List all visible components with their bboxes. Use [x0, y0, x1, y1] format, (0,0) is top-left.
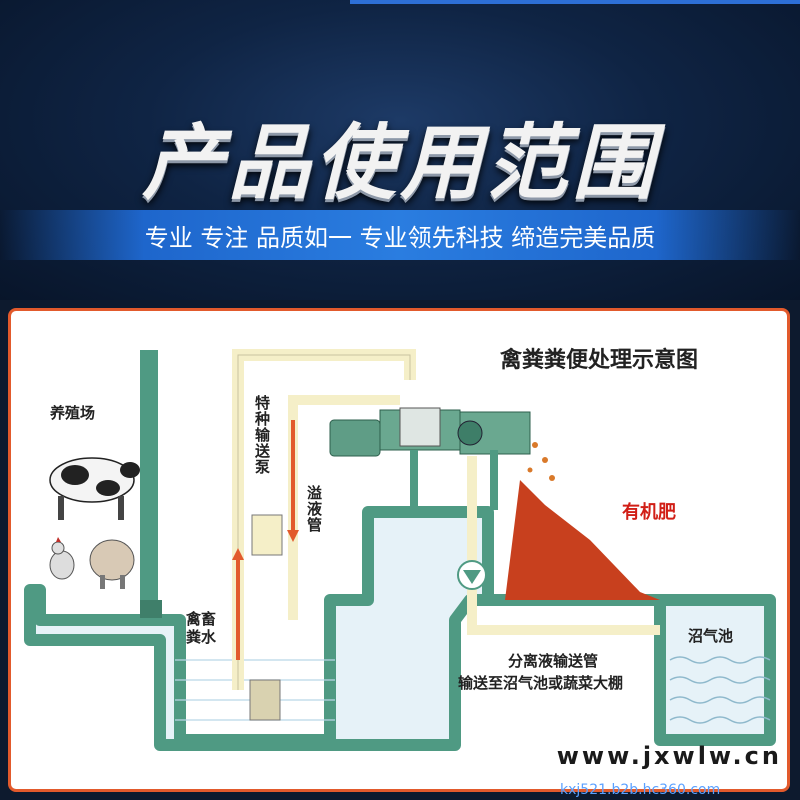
watermark: kxj521.b2b.hc360.com — [560, 782, 721, 798]
farm-wall — [140, 350, 158, 610]
label-farm: 养殖场 — [50, 404, 96, 422]
farm-drain — [140, 600, 162, 618]
top-accent-line — [350, 0, 800, 4]
banner-title: 产品使用范围 — [142, 116, 658, 211]
chicken-icon — [49, 537, 75, 580]
slogan-band — [0, 210, 800, 260]
cow-icon — [49, 457, 140, 520]
biogas-tank-water — [669, 656, 771, 724]
banner-slogan: 专业 专注 品质如一 专业领先科技 缔造完美品质 — [144, 224, 656, 252]
label-overflow: 溢液管 — [305, 485, 323, 533]
label-manure-water: 禽畜粪水 — [186, 610, 217, 646]
label-pump: 特种输送泵 — [253, 395, 271, 475]
pump-body — [251, 514, 283, 556]
compost-pile — [505, 480, 660, 600]
label-pipe-line1: 分离液输送管 — [508, 652, 599, 670]
overflow-pipe — [288, 395, 400, 620]
company-name: 曲阜融兴机械设备有限公司 — [582, 767, 786, 787]
label-pipe-line2: 输送至沼气池或蔬菜大棚 — [458, 674, 624, 692]
label-biogas: 沼气池 — [688, 627, 734, 645]
label-fertilizer: 有机肥 — [622, 502, 676, 523]
site-url: www.jxwlw.cn — [556, 742, 782, 770]
diagram-title: 禽粪粪便处理示意图 — [500, 348, 699, 373]
pig-icon — [89, 539, 135, 589]
separator-machine — [329, 407, 531, 510]
falling-particles — [527, 442, 555, 481]
separated-liquid-pipe — [467, 456, 660, 635]
